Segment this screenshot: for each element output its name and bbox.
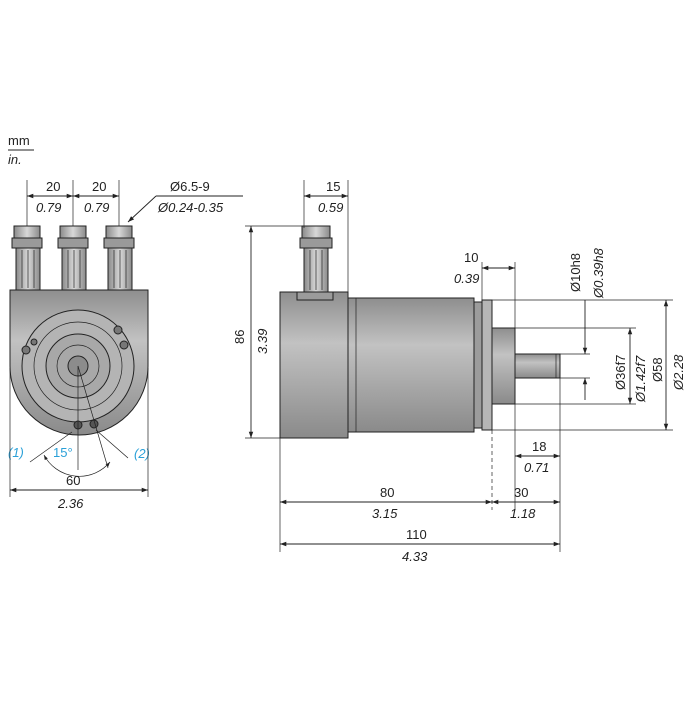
callout-1: (1)	[8, 445, 24, 460]
width-mm: 60	[66, 473, 80, 488]
gland-offset-in: 0.59	[318, 200, 343, 215]
callout-2: (2)	[134, 446, 150, 461]
side-cover	[279, 291, 349, 439]
width-in: 2.36	[57, 496, 84, 511]
side-body	[347, 297, 475, 433]
angle-label: 15°	[53, 445, 73, 460]
cable-diameter-mm: Ø6.5-9	[170, 179, 210, 194]
screw-hole	[30, 338, 38, 346]
total-length-mm: 110	[406, 527, 427, 542]
flange-mm: 10	[464, 250, 478, 265]
side-spigot	[491, 327, 516, 405]
side-view: 15 0.59 86 3.39 10 0.39 Ø10h8 Ø0.39h8 Ø3…	[232, 179, 686, 564]
total-length-in: 4.33	[402, 549, 428, 564]
cable-gland-right	[103, 225, 135, 291]
unit-in-label: in.	[8, 152, 22, 167]
front-length-mm: 30	[514, 485, 528, 500]
side-flange	[473, 301, 483, 429]
side-shaft	[514, 353, 561, 379]
spacing-left-in: 0.79	[36, 200, 61, 215]
cable-diameter-in: Ø0.24-0.35	[157, 200, 224, 215]
spacing-right-in: 0.79	[84, 200, 109, 215]
shaft-length-mm: 18	[532, 439, 546, 454]
body-length-in: 3.15	[372, 506, 398, 521]
screw-hole	[21, 345, 31, 355]
spigot-diameter-mm: Ø36f7	[613, 355, 628, 390]
cable-gland-middle	[57, 225, 89, 291]
spacing-left-mm: 20	[46, 179, 60, 194]
screw-hole	[113, 325, 123, 335]
body-diameter-mm: Ø58	[650, 357, 665, 382]
side-cable-gland	[299, 225, 333, 293]
flange-in: 0.39	[454, 271, 479, 286]
shaft-length-in: 0.71	[524, 460, 549, 475]
shaft-diameter-mm: Ø10h8	[568, 253, 583, 292]
unit-mm-label: mm	[8, 133, 30, 148]
body-diameter-in: Ø2.28	[671, 354, 686, 391]
body-length-mm: 80	[380, 485, 394, 500]
screw-hole	[119, 340, 129, 350]
front-view: 15° (1) (2) 20 0.79 20 0.79 Ø6.5-9 Ø0.24…	[8, 179, 243, 511]
spigot-diameter-in: Ø1.42f7	[633, 355, 648, 403]
height-mm: 86	[232, 330, 247, 344]
front-length-in: 1.18	[510, 506, 536, 521]
cable-gland-left	[11, 225, 43, 291]
height-in: 3.39	[255, 329, 270, 354]
shaft-diameter-in: Ø0.39h8	[591, 247, 606, 299]
gland-offset-mm: 15	[326, 179, 340, 194]
spacing-right-mm: 20	[92, 179, 106, 194]
